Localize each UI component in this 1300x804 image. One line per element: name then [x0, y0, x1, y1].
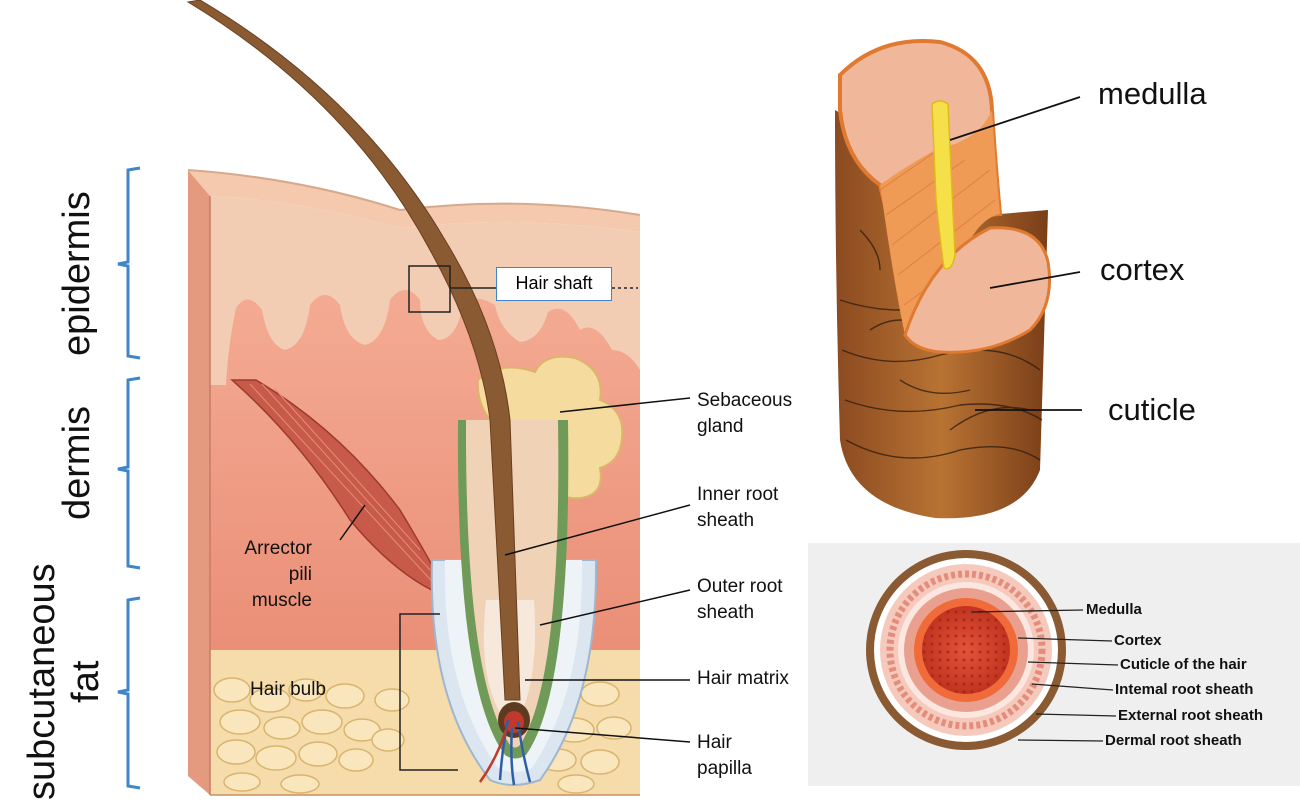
- arrector-line2: pili: [288, 564, 312, 585]
- hair-shaft-label: Hair shaft: [496, 267, 612, 301]
- dermis-label: dermis: [56, 405, 98, 520]
- hair-papilla-line1: Hair: [697, 732, 732, 753]
- cuticle-label: cuticle: [1108, 392, 1196, 427]
- subcutaneous-fat-label: subcutaneous fat: [20, 563, 108, 800]
- xs-dermal-root-sheath-label: Dermal root sheath: [1105, 732, 1242, 749]
- arrector-line3: muscle: [251, 590, 312, 611]
- outer-root-line2: sheath: [697, 602, 755, 623]
- hair-papilla-label: Hair papilla: [697, 730, 752, 782]
- sebaceous-line1: Sebaceous: [697, 390, 793, 411]
- xs-cuticle-label: Cuticle of the hair: [1120, 656, 1247, 673]
- xs-external-root-sheath-label: External root sheath: [1118, 707, 1264, 724]
- hair-papilla-line2: papilla: [697, 758, 752, 779]
- epidermis-label: epidermis: [56, 191, 98, 356]
- sebaceous-line2: gland: [697, 416, 744, 437]
- subcutaneous-label-line1: subcutaneous: [21, 563, 63, 800]
- cross-section-callout-lines: [971, 609, 1119, 742]
- xs-internal-root-sheath-label: Intemal root sheath: [1115, 681, 1254, 698]
- hair-strand-3d: [835, 39, 1052, 519]
- xs-medulla-label: Medulla: [1086, 601, 1142, 618]
- hair-matrix-label: Hair matrix: [697, 668, 789, 689]
- arrector-pili-label: Arrector pili muscle: [220, 536, 312, 614]
- xs-cortex-label: Cortex: [1114, 632, 1162, 649]
- medulla-label: medulla: [1098, 76, 1207, 111]
- inner-root-sheath-label: Inner root sheath: [697, 482, 778, 534]
- arrector-line1: Arrector: [244, 538, 312, 559]
- hair-shaft: [186, 0, 521, 701]
- cross-section-panel: [808, 543, 1300, 786]
- skin-callout-lines: [339, 397, 691, 743]
- outer-root-line1: Outer root: [697, 576, 783, 597]
- cortex-label: cortex: [1100, 252, 1185, 287]
- hair-bulb-label: Hair bulb: [250, 679, 327, 700]
- sebaceous-gland-label: Sebaceous gland: [697, 388, 792, 440]
- hair-strand-callout-lines: [949, 96, 1082, 411]
- layer-brackets: [117, 166, 141, 790]
- inner-root-line1: Inner root: [697, 484, 779, 505]
- outer-root-sheath-label: Outer root sheath: [697, 574, 783, 626]
- subcutaneous-label-line2: fat: [65, 660, 107, 703]
- inner-root-line2: sheath: [697, 510, 755, 531]
